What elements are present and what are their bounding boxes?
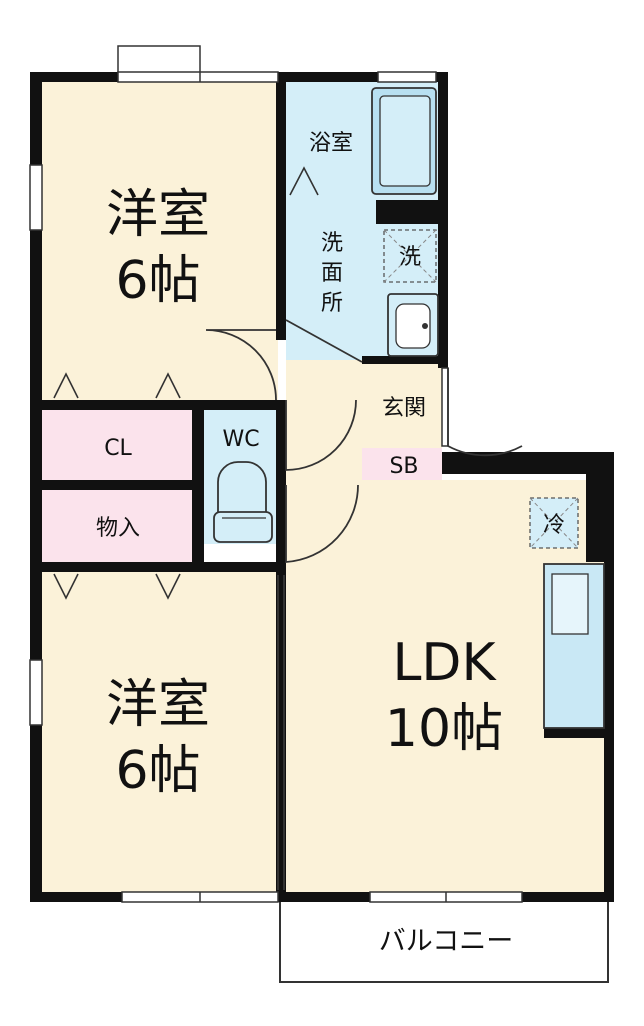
door-swings xyxy=(205,319,523,563)
western-room-top-size: 6帖 xyxy=(115,251,200,311)
fridge-label: 冷 xyxy=(543,513,565,538)
washroom-label-3: 所 xyxy=(321,291,343,316)
washer-label: 洗 xyxy=(399,245,421,270)
ldk-name: LDK xyxy=(392,633,497,693)
bathtub xyxy=(371,87,437,195)
shoe-box-area xyxy=(362,448,442,480)
closet-label: CL xyxy=(104,436,132,461)
entrance-label: 玄関 xyxy=(382,396,426,421)
shoe-box-label: SB xyxy=(389,454,418,479)
balcony-label: バルコニー xyxy=(379,926,513,957)
western-room-bottom-name: 洋室 xyxy=(106,675,210,735)
wash-basin xyxy=(387,293,439,357)
closet-area xyxy=(40,410,192,482)
washroom-label-2: 面 xyxy=(321,261,343,286)
ldk-size: 10帖 xyxy=(385,699,503,759)
western-room-top-name: 洋室 xyxy=(106,185,210,245)
washroom-label-1: 洗 xyxy=(321,231,343,256)
kitchen-counter xyxy=(543,563,605,729)
washer-space xyxy=(383,229,437,283)
storage-label: 物入 xyxy=(96,516,140,541)
sliding-door xyxy=(277,575,285,890)
storage-area xyxy=(40,490,192,562)
western-room-bottom-floor xyxy=(40,570,278,894)
bathroom-label: 浴室 xyxy=(309,131,353,156)
folding-door-marks xyxy=(53,166,319,600)
toilet-label: WC xyxy=(222,427,259,452)
western-room-bottom-size: 6帖 xyxy=(115,741,200,801)
balcony-floor xyxy=(279,899,609,983)
entrance-floor xyxy=(362,362,442,448)
western-room-top-floor xyxy=(40,80,278,402)
toilet xyxy=(213,461,273,543)
fridge-space xyxy=(529,497,579,549)
